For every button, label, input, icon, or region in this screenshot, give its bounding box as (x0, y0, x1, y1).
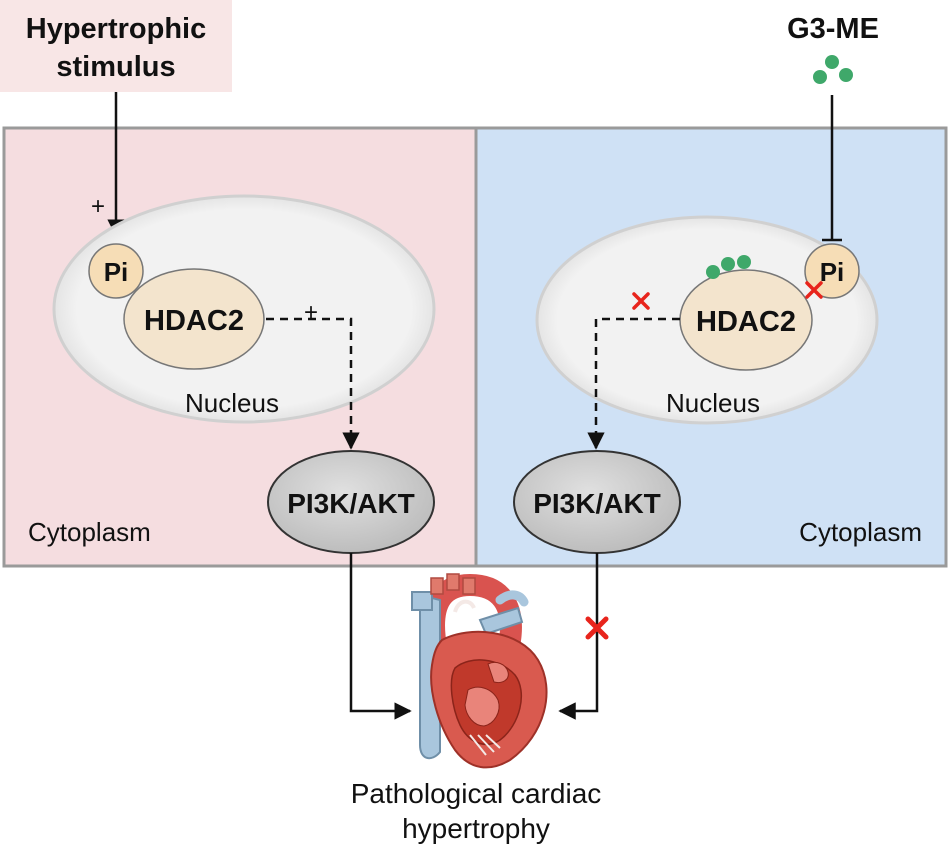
right-cytoplasm-label: Cytoplasm (799, 517, 922, 547)
stimulus-line1: Hypertrophic (26, 13, 206, 45)
stimulus-box (0, 0, 232, 92)
drug-label: G3-ME (787, 13, 879, 45)
left-hdac2-label: HDAC2 (144, 305, 244, 337)
stimulus-line2: stimulus (56, 51, 175, 83)
hdac2-signal-blocked-x-icon (632, 292, 650, 310)
hdac2-bound-drug-icon (706, 255, 751, 279)
left-hdac2-node (123, 268, 265, 370)
stimulus-plus-sign: + (91, 193, 105, 220)
left-pi-label: Pi (104, 257, 129, 287)
drug-molecules-icon (813, 55, 853, 84)
left-cytoplasm-label: Cytoplasm (28, 517, 151, 547)
right-nucleus-label: Nucleus (666, 388, 760, 418)
left-hdac2-to-pi3k-arrow (266, 317, 360, 450)
right-pathway-to-heart-arrow (558, 553, 599, 720)
right-pi3k-akt-label: PI3K/AKT (533, 488, 661, 519)
left-pathway-to-heart-arrow (349, 553, 412, 720)
right-hdac2-label: HDAC2 (696, 306, 796, 338)
left-pi3k-akt-label: PI3K/AKT (287, 488, 415, 519)
outcome-line1: Pathological cardiac (351, 778, 602, 809)
left-nucleus-label: Nucleus (185, 388, 279, 418)
outcome-line2: hypertrophy (402, 813, 550, 844)
hdac2-plus-sign: + (304, 299, 318, 326)
right-hdac2-to-pi3k-arrow (587, 317, 680, 450)
pi-blocked-x-icon (805, 281, 823, 299)
left-pi-node (88, 243, 144, 299)
heart-icon (411, 573, 548, 769)
right-pi-label: Pi (820, 257, 845, 287)
pathway-blocked-x-icon (585, 616, 609, 640)
